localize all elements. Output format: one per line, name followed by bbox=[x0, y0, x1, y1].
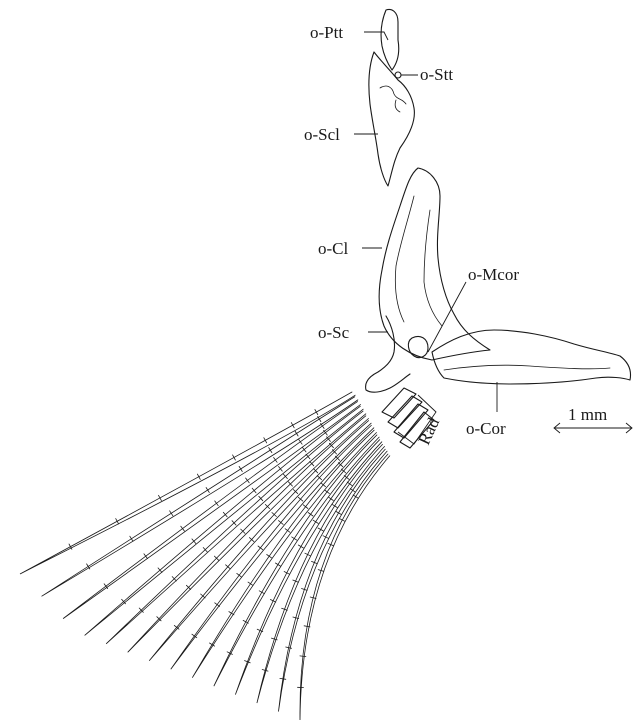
coracoid-inner-contour bbox=[444, 365, 610, 370]
coracoid-bone bbox=[432, 330, 631, 384]
fin-ray-segment bbox=[206, 488, 209, 493]
fin-ray-segment bbox=[336, 511, 341, 514]
fin-ray-segment bbox=[215, 501, 219, 506]
fin-ray bbox=[300, 454, 390, 720]
label-o-stt: o-Stt bbox=[420, 65, 453, 84]
fin-ray-segment bbox=[259, 591, 264, 594]
label-o-cor: o-Cor bbox=[466, 419, 506, 438]
scale-bar-label: 1 mm bbox=[568, 405, 607, 424]
supracleithrum-notch bbox=[395, 100, 400, 112]
posttemporal-bone bbox=[381, 10, 399, 71]
fin-ray-segment bbox=[295, 431, 298, 436]
fin-ray-segment bbox=[328, 497, 333, 500]
fin-ray-segment bbox=[291, 423, 294, 428]
fin-ray-segment bbox=[275, 563, 280, 566]
supracleithrum-inner-contour bbox=[380, 86, 406, 104]
fin-ray-segment bbox=[303, 505, 308, 509]
fin-ray-segment bbox=[324, 430, 328, 435]
fin-ray-segment bbox=[302, 447, 306, 452]
label-o-cl: o-Cl bbox=[318, 239, 349, 258]
label-o-mcor: o-Mcor bbox=[468, 265, 519, 284]
cleithrum-inner-contour bbox=[395, 196, 414, 322]
fin-ray-segment bbox=[215, 603, 220, 607]
fin-ray-segment bbox=[321, 424, 325, 429]
fin-ray-segment bbox=[325, 490, 330, 494]
fin-ray-segment bbox=[279, 521, 284, 525]
fin-ray-segment bbox=[284, 572, 289, 575]
fin-ray-segment bbox=[298, 545, 303, 548]
fin-ray-segment bbox=[181, 526, 185, 531]
fin-ray-segment bbox=[229, 612, 234, 615]
fin-ray-segment bbox=[197, 474, 200, 479]
fin-ray-segment bbox=[267, 555, 272, 558]
fin-ray-segment bbox=[299, 439, 303, 444]
label-o-ptt: o-Ptt bbox=[310, 23, 343, 42]
fin-ray-segment bbox=[350, 489, 355, 492]
fin-ray-segment bbox=[292, 537, 297, 540]
scale-bar: 1 mm bbox=[554, 405, 632, 433]
supracleithrum-bone bbox=[369, 52, 415, 186]
fin-ray-segment bbox=[300, 656, 306, 657]
fin-ray-segment bbox=[258, 546, 263, 550]
fin-ray-segment bbox=[130, 536, 133, 541]
fin-ray-segment bbox=[285, 529, 290, 533]
label-o-sc: o-Sc bbox=[318, 323, 350, 342]
fin-ray-segment bbox=[318, 528, 323, 531]
fin-ray bbox=[278, 449, 387, 711]
leader-o-ptt bbox=[364, 32, 388, 40]
cleithrum-bone bbox=[379, 168, 490, 360]
fin-ray-segment bbox=[233, 455, 236, 460]
fin-ray-segment bbox=[269, 448, 272, 453]
fin-ray-segment bbox=[344, 476, 349, 480]
fin-ray-segment bbox=[144, 554, 148, 559]
fin-ray-segment bbox=[353, 495, 358, 498]
fin-ray-segment bbox=[246, 478, 250, 483]
fin-ray-segment bbox=[280, 678, 286, 679]
fin-ray-segment bbox=[243, 620, 248, 623]
fin-ray-segment bbox=[159, 495, 162, 500]
fin-ray-segment bbox=[274, 458, 278, 463]
fin-ray-segment bbox=[313, 520, 318, 523]
fin-ray-segment bbox=[332, 504, 337, 507]
fin-ray-segment bbox=[315, 410, 318, 415]
fin-ray-segment bbox=[170, 511, 173, 516]
fin-ray bbox=[42, 397, 358, 597]
fin-rays bbox=[20, 392, 390, 720]
fin-ray-segment bbox=[264, 438, 267, 443]
fin-ray-segment bbox=[347, 482, 352, 486]
fin-ray-segment bbox=[116, 519, 119, 524]
fin-ray-segment bbox=[239, 466, 242, 471]
scapula-bone bbox=[366, 316, 410, 392]
fin-ray bbox=[85, 406, 364, 635]
leader-o-mcor bbox=[428, 282, 466, 352]
fin-ray-segment bbox=[248, 582, 253, 585]
fin-ray-segment bbox=[237, 573, 242, 577]
label-o-scl: o-Scl bbox=[304, 125, 340, 144]
fin-ray bbox=[106, 411, 366, 644]
fin-ray-segment bbox=[340, 519, 345, 522]
mesocoracoid-bone bbox=[408, 336, 428, 357]
fin-ray bbox=[214, 435, 379, 686]
fin-ray-segment bbox=[308, 513, 313, 517]
